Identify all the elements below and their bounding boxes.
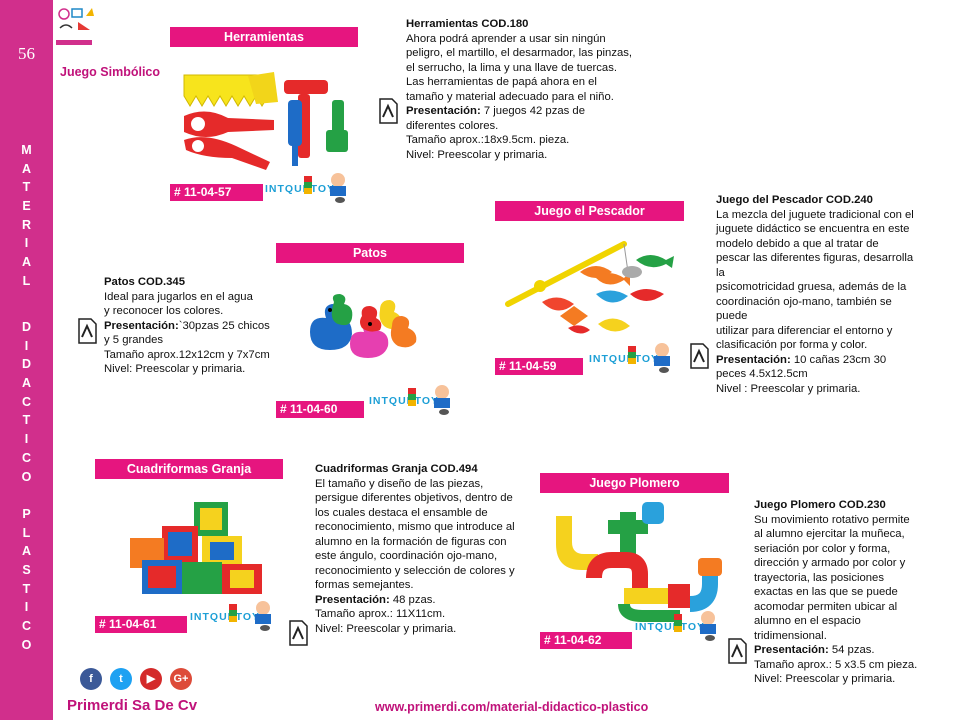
product-bar-patos: Patos: [276, 243, 464, 263]
product-description: Ahora podrá aprender a usar sin ningún p…: [406, 32, 633, 103]
pdf-icon[interactable]: [378, 98, 398, 124]
product-desc-plomero: Juego Plomero COD.230 Su movimiento rota…: [754, 498, 954, 687]
sidebar-letter: S: [22, 563, 31, 578]
product-code-patos: # 11-04-60: [276, 401, 364, 418]
sidebar-letter: A: [21, 376, 32, 391]
product-code-cuadriformas: # 11-04-61: [95, 616, 187, 633]
presentation-value: `30pzas 25 chicos y 5 grandes: [104, 319, 270, 347]
website-link[interactable]: www.primerdi.com/material-didactico-plas…: [375, 700, 649, 714]
presentation-label: Presentación:: [406, 105, 481, 117]
sidebar-letter: C: [21, 619, 32, 634]
product-bar-herramientas: Herramientas: [170, 27, 358, 47]
sidebar-letter: L: [22, 273, 31, 288]
product-title: Patos COD.345: [104, 276, 185, 288]
presentation-label: Presentación:: [716, 353, 791, 366]
product-title: Juego del Pescador COD.240: [716, 194, 873, 206]
brand-text: INTQUETOY: [635, 621, 705, 633]
sidebar-letter: E: [22, 199, 31, 214]
sidebar-letter: R: [21, 217, 32, 232]
product-title: Herramientas COD.180: [406, 18, 529, 30]
sidebar-letter: T: [22, 413, 31, 428]
sidebar-letter: T: [22, 581, 31, 596]
sidebar-letter: A: [21, 544, 32, 559]
sidebar: [0, 0, 53, 720]
brand-text: INTQUETOY: [589, 353, 659, 365]
sidebar-letter: P: [22, 507, 31, 521]
sidebar-letter: I: [24, 236, 29, 251]
sidebar-letter: I: [24, 432, 29, 447]
product-code-pescador: # 11-04-59: [495, 358, 583, 375]
product-description: Ideal para jugarlos en el agua y reconoc…: [104, 290, 253, 318]
presentation-label: Presentación:: [104, 319, 179, 332]
cuadriformas-image: [130, 502, 262, 594]
youtube-icon[interactable]: ▶: [140, 668, 162, 690]
sidebar-letter: I: [24, 600, 29, 615]
sidebar-letter: A: [21, 255, 32, 270]
product-description: El tamaño y diseño de las piezas, persig…: [315, 477, 515, 592]
product-code-plomero: # 11-04-62: [540, 632, 632, 649]
googleplus-icon[interactable]: G+: [170, 668, 192, 690]
product-extra: Tamaño aprox.12x12cm y 7x7cm Nivel: Pree…: [104, 348, 270, 376]
product-code-herramientas: # 11-04-57: [170, 184, 263, 201]
product-description: La mezcla del juguete tradicional con el…: [716, 208, 914, 352]
tools-image: [183, 72, 348, 170]
product-description: Su movimiento rotativo permite al alumno…: [754, 513, 910, 642]
product-extra: Tamaño aprox.: 11X11cm. Nivel: Preescola…: [315, 608, 457, 635]
product-bar-pescador: Juego el Pescador: [495, 201, 684, 221]
sidebar-letter: O: [21, 469, 32, 484]
presentation-label: Presentación:: [315, 593, 390, 606]
product-title: Juego Plomero COD.230: [754, 499, 886, 511]
product-desc-herramientas: Herramientas COD.180 Ahora podrá aprende…: [406, 17, 661, 162]
pdf-icon[interactable]: [77, 318, 97, 344]
intquetoy-logo-icon: INTQUETOY: [589, 343, 670, 373]
logo-underline: [56, 40, 92, 45]
sidebar-letter: A: [21, 161, 32, 176]
product-desc-patos: Patos COD.345 Ideal para jugarlos en el …: [104, 275, 289, 377]
sidebar-letter: C: [21, 394, 32, 409]
presentation-value: 48 pzas.: [389, 593, 436, 606]
intquetoy-logo-icon: INTQUETOY: [190, 601, 271, 631]
ducks-image: [310, 294, 417, 358]
product-desc-pescador: Juego del Pescador COD.240 La mezcla del…: [716, 193, 948, 396]
primerdi-logo-icon: [58, 8, 94, 30]
sidebar-letter: I: [24, 338, 29, 353]
pdf-icon[interactable]: [727, 638, 747, 664]
product-bar-cuadriformas: Cuadriformas Granja: [95, 459, 283, 479]
product-title: Cuadriformas Granja COD.494: [315, 463, 478, 475]
company-name: Primerdi Sa De Cv: [67, 697, 198, 714]
section-title: Juego Simbólico: [60, 65, 161, 79]
brand-text: INTQUETOY: [190, 611, 260, 623]
pdf-icon[interactable]: [288, 620, 308, 646]
facebook-icon[interactable]: f: [80, 668, 102, 690]
presentation-value: 10 cañas 23cm 30 peces 4.5x12.5cm: [716, 353, 887, 381]
presentation-value: 54 pzas.: [828, 644, 875, 656]
pdf-icon[interactable]: [689, 343, 709, 369]
sidebar-letter: T: [22, 180, 31, 195]
sidebar-letter: O: [21, 637, 32, 652]
intquetoy-logo-icon: INTQUETOY: [635, 611, 716, 641]
product-extra: Nivel : Preescolar y primaria.: [716, 382, 861, 395]
presentation-label: Presentación:: [754, 644, 829, 656]
sidebar-letter: C: [21, 450, 32, 465]
fishing-game-image: [505, 241, 674, 334]
page-number: 56: [18, 44, 35, 63]
intquetoy-logo-icon: INTQUETOY: [265, 173, 346, 203]
twitter-icon[interactable]: t: [110, 668, 132, 690]
plumber-game-image: [556, 502, 722, 622]
sidebar-letter: D: [21, 357, 32, 372]
sidebar-letter: L: [22, 525, 31, 540]
brand-text: INTQUETOY: [265, 183, 335, 195]
sidebar-letter: M: [21, 143, 32, 157]
product-extra: Tamaño aprox.: 5 x3.5 cm pieza. Nivel: P…: [754, 658, 918, 686]
product-bar-plomero: Juego Plomero: [540, 473, 729, 493]
presentation-value: 7 juegos 42 pzas de diferentes colores.: [406, 105, 585, 132]
product-extra: Tamaño aprox.:18x9.5cm. pieza. Nivel: Pr…: [406, 134, 570, 161]
brand-text: INTQUETOY: [369, 395, 439, 407]
intquetoy-logo-icon: INTQUETOY: [369, 385, 450, 415]
product-desc-cuadriformas: Cuadriformas Granja COD.494 El tamaño y …: [315, 462, 543, 636]
sidebar-letter: D: [21, 320, 32, 334]
